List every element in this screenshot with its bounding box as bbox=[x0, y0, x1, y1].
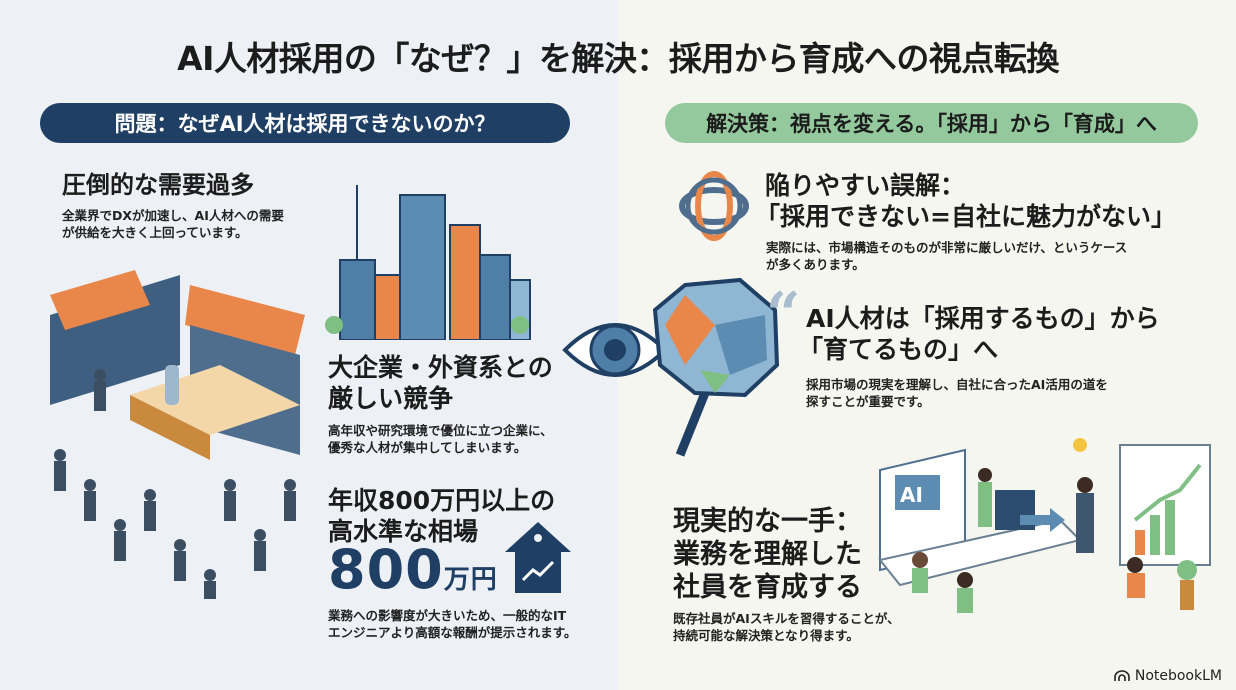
city-buildings-illustration bbox=[325, 185, 531, 340]
realistic-step-desc-line: 持続可能な解決策となり得ます。 bbox=[673, 628, 859, 643]
tangled-knot-icon bbox=[679, 171, 749, 241]
notebooklm-label: NotebookLM bbox=[1134, 668, 1222, 684]
mindset-heading-line: AI人材は「採用するもの」から bbox=[806, 304, 1160, 333]
salary-value: 800 bbox=[328, 538, 444, 601]
salary-desc-line: エンジニアより高額な報酬が提示されます。 bbox=[328, 625, 577, 640]
notebooklm-logo: NotebookLM bbox=[1114, 668, 1222, 684]
misconception-desc-line: が多くあります。 bbox=[766, 257, 865, 272]
realistic-step-heading-line: 現実的な一手： bbox=[673, 506, 862, 537]
page-title: AI人材採用の「なぜ？」を解決：採用から育成への視点転換 bbox=[177, 39, 1059, 78]
notebooklm-icon bbox=[1114, 670, 1130, 681]
eye-magnifier-illustration bbox=[562, 277, 780, 457]
competition-desc-line: 優秀な人材が集中してしまいます。 bbox=[328, 440, 527, 455]
demand-desc-line: が供給を大きく上回っています。 bbox=[62, 225, 248, 240]
mindset-desc-line: 採用市場の現実を理解し、自社に合ったAI活用の道を bbox=[806, 377, 1108, 392]
mindset-desc-line: 探すことが重要です。 bbox=[806, 394, 930, 409]
realistic-step-heading-line: 社員を育成する bbox=[673, 572, 862, 603]
salary-desc-line: 業務への影響度が大きいため、一般的なIT bbox=[328, 608, 567, 623]
misconception-heading-line: 陥りやすい誤解： bbox=[765, 171, 966, 200]
competition-heading-line: 厳しい競争 bbox=[328, 384, 454, 413]
crowded-market-illustration bbox=[50, 270, 305, 599]
misconception-heading-line: 「採用できない=自社に魅力がない」 bbox=[755, 202, 1176, 231]
demand-desc-line: 全業界でDXが加速し、AI人材への需要 bbox=[62, 208, 284, 223]
salary-figure: 800万円 bbox=[328, 538, 498, 601]
misconception-desc-line: 実際には、市場構造そのものが非常に厳しいだけ、というケース bbox=[766, 240, 1128, 255]
competition-heading-line: 大企業・外資系との bbox=[328, 353, 553, 382]
competition-desc-line: 高年収や研究環境で優位に立つ企業に、 bbox=[328, 423, 553, 438]
quote-mark-icon: “ bbox=[766, 280, 801, 350]
realistic-step-heading-line: 業務を理解した bbox=[673, 539, 862, 570]
realistic-step-desc-line: 既存社員がAIスキルを習得することが、 bbox=[673, 611, 900, 626]
salary-heading-line: 高水準な相場 bbox=[328, 517, 479, 546]
demand-heading: 圧倒的な需要過多 bbox=[62, 171, 254, 199]
screen-ai-label: AI bbox=[900, 483, 923, 507]
problem-banner: 問題：なぜAI人材は採用できないのか？ bbox=[40, 103, 570, 143]
salary-heading-line: 年収800万円以上の bbox=[328, 486, 556, 515]
salary-unit: 万円 bbox=[443, 565, 498, 595]
house-price-up-icon bbox=[505, 522, 571, 593]
solution-banner: 解決策：視点を変える。「採用」から「育成」へ bbox=[665, 103, 1198, 143]
mindset-heading-line: 「育てるもの」へ bbox=[798, 335, 999, 364]
office-training-illustration: AI bbox=[878, 438, 1211, 613]
